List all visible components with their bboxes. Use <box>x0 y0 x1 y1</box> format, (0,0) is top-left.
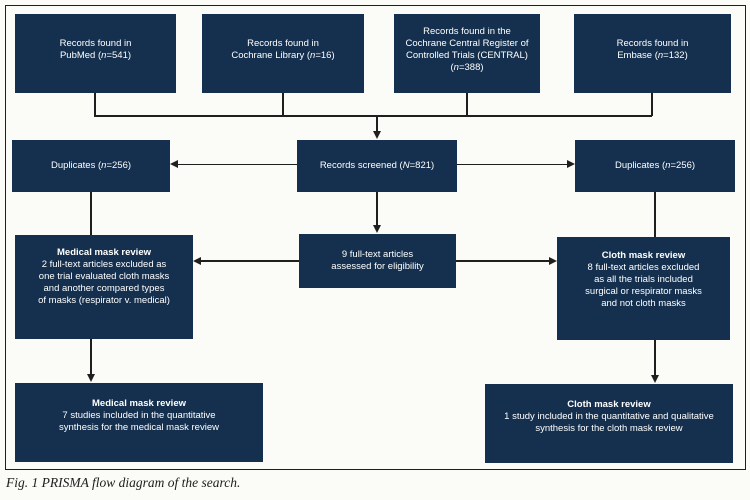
arrowhead-down <box>650 375 659 383</box>
box-records-screened: Records screened (N=821) <box>297 140 457 192</box>
connector-line <box>282 93 284 116</box>
box-title: Medical mask review <box>92 397 186 409</box>
arrowhead-left <box>170 159 178 168</box>
box-text: Duplicates (n=256) <box>614 160 696 171</box>
connector-line <box>651 93 653 116</box>
figure-border <box>5 5 746 470</box>
connector-line <box>90 339 92 375</box>
arrowhead-left <box>193 256 201 265</box>
arrowhead-down <box>86 374 95 382</box>
arrowhead-right <box>548 256 557 265</box>
connector-line <box>466 93 468 116</box>
connector-line <box>456 260 549 262</box>
box-text: 1 study included in the quantitative and… <box>504 410 714 434</box>
box-text: Duplicates (n=256) <box>50 160 132 171</box>
connector-line <box>376 116 378 132</box>
box-title: Cloth mask review <box>601 249 686 261</box>
connector-line <box>94 93 96 116</box>
box-cloth-mask-included: Cloth mask review 1 study included in th… <box>485 384 733 463</box>
connector-line <box>94 115 653 117</box>
box-duplicates-left: Duplicates (n=256) <box>12 140 170 192</box>
connector-line <box>654 340 656 376</box>
box-duplicates-right: Duplicates (n=256) <box>575 140 735 192</box>
connector-line <box>177 163 297 165</box>
box-title: Medical mask review <box>57 247 151 258</box>
connector-line <box>654 192 656 237</box>
box-cloth-mask-excluded: Cloth mask review 8 full-text articles e… <box>557 237 730 340</box>
box-medical-mask-included: Medical mask review 7 studies included i… <box>15 383 263 462</box>
connector-line <box>457 163 568 165</box>
arrowhead-down <box>372 130 381 139</box>
box-text: Records screened (N=821) <box>319 160 435 171</box>
figure-caption: Fig. 1 PRISMA flow diagram of the search… <box>6 475 241 490</box>
arrowhead-down <box>372 225 381 233</box>
box-medical-mask-excluded: Medical mask review 2 full-text articles… <box>15 235 193 339</box>
connector-line <box>201 260 299 262</box>
connector-line <box>90 192 92 235</box>
connector-line <box>376 192 378 226</box>
box-title: Cloth mask review <box>567 398 651 410</box>
arrowhead-right <box>566 159 575 168</box>
